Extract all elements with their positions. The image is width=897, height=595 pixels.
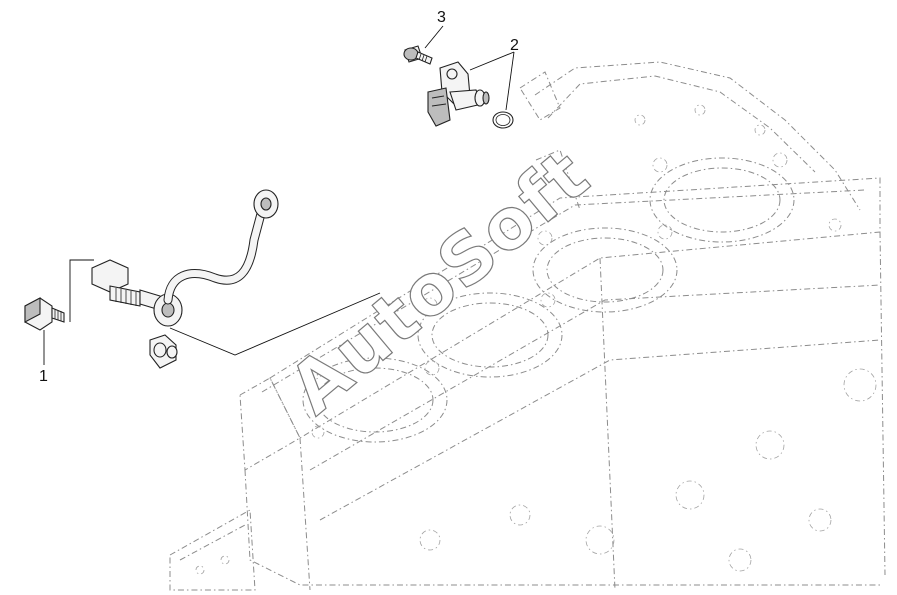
o-ring-part-2 (492, 111, 514, 129)
bolt-part-3 (403, 45, 433, 65)
crankshaft-sensor-part-2 (427, 61, 490, 127)
watermark-text: AutoSoft (274, 133, 606, 430)
cylinder-bores (302, 157, 795, 443)
engine-block-outline (169, 61, 886, 591)
banjo-fitting (149, 293, 183, 369)
leader-lines (43, 25, 515, 365)
callout-3: 3 (437, 9, 446, 26)
callout-2: 2 (510, 37, 519, 54)
callout-1: 1 (39, 368, 48, 385)
adapter-fitting (91, 259, 161, 311)
block-bolt-holes (195, 104, 877, 575)
oil-pressure-switch-part-1 (24, 297, 65, 331)
oil-feed-pipe (163, 189, 279, 305)
